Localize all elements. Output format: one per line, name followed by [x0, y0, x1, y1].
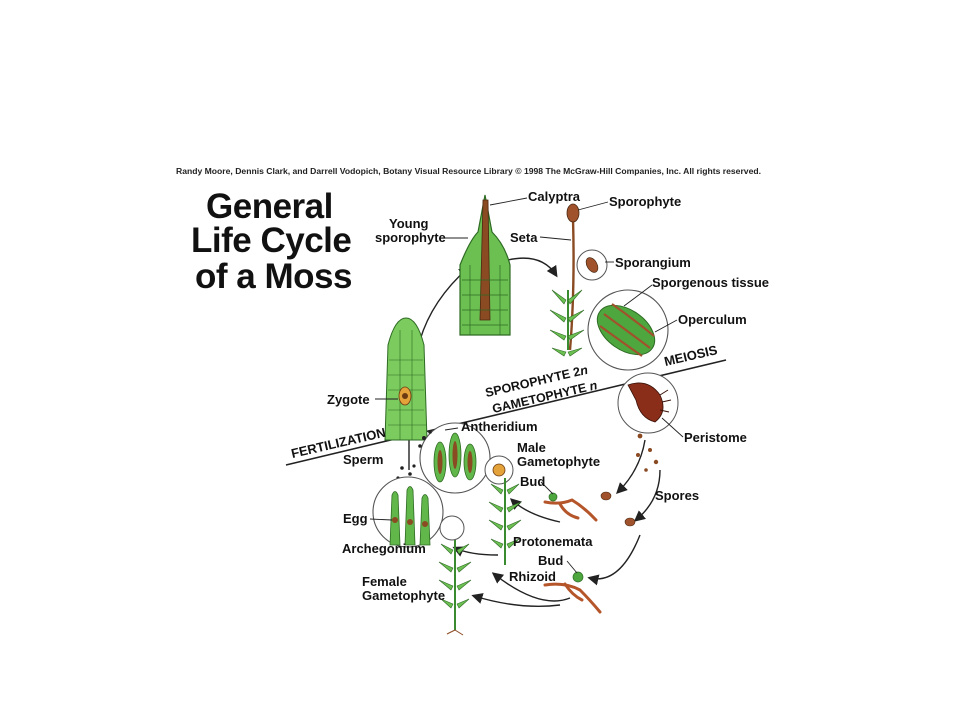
- leader-lines: [369, 197, 684, 574]
- cycle-arrows: [403, 257, 661, 607]
- label-sperm: Sperm: [343, 452, 384, 467]
- label-sporangium: Sporangium: [615, 255, 691, 270]
- label-archegonium: Archegonium: [342, 541, 426, 556]
- sporogenous-tissue-circle: [587, 289, 669, 371]
- protonema-lower: [543, 582, 602, 614]
- young-sporophyte-drawing: [459, 194, 511, 336]
- title-line-1: General: [206, 187, 333, 226]
- label-operculum: Operculum: [678, 312, 747, 327]
- label-protonemata: Protonemata: [513, 534, 593, 549]
- copyright-credit: Randy Moore, Dennis Clark, and Darrell V…: [176, 166, 761, 176]
- label-spores: Spores: [655, 488, 700, 503]
- label-rhizoid: Rhizoid: [509, 569, 556, 584]
- label-calyptra: Calyptra: [528, 189, 581, 204]
- label-male-gametophyte-line1: Male: [517, 440, 546, 455]
- label-antheridium: Antheridium: [461, 419, 538, 434]
- label-bud-upper: Bud: [520, 474, 546, 489]
- label-peristome: Peristome: [684, 430, 747, 445]
- spores: [600, 433, 659, 527]
- label-zygote: Zygote: [327, 392, 370, 407]
- title-line-3: of a Moss: [195, 257, 352, 296]
- label-female-gametophyte-line2: Gametophyte: [362, 588, 446, 603]
- antheridium-circle: [418, 422, 491, 494]
- protonema-upper: [543, 498, 598, 522]
- label-female-gametophyte-line1: Female: [362, 574, 407, 589]
- label-sporogenous-tissue: Sporgenous tissue: [652, 275, 770, 290]
- mature-sporophyte-drawing: [549, 203, 585, 357]
- male-gametophyte-drawing: [484, 455, 522, 565]
- label-young-sporophyte-line2: sporophyte: [375, 230, 446, 245]
- peristome-circle: [617, 372, 679, 434]
- label-seta: Seta: [510, 230, 538, 245]
- title-line-2: Life Cycle: [191, 221, 352, 260]
- label-egg: Egg: [343, 511, 368, 526]
- label-male-gametophyte-line2: Gametophyte: [517, 454, 601, 469]
- female-gametophyte-drawing: [438, 515, 472, 636]
- zygote-archegonium-drawing: [384, 317, 428, 441]
- sporangium-circle: [576, 249, 608, 281]
- label-sporophyte: Sporophyte: [609, 194, 682, 209]
- label-young-sporophyte-line1: Young: [389, 216, 429, 231]
- archegonium-circle: [372, 476, 444, 548]
- label-bud-lower: Bud: [538, 553, 564, 568]
